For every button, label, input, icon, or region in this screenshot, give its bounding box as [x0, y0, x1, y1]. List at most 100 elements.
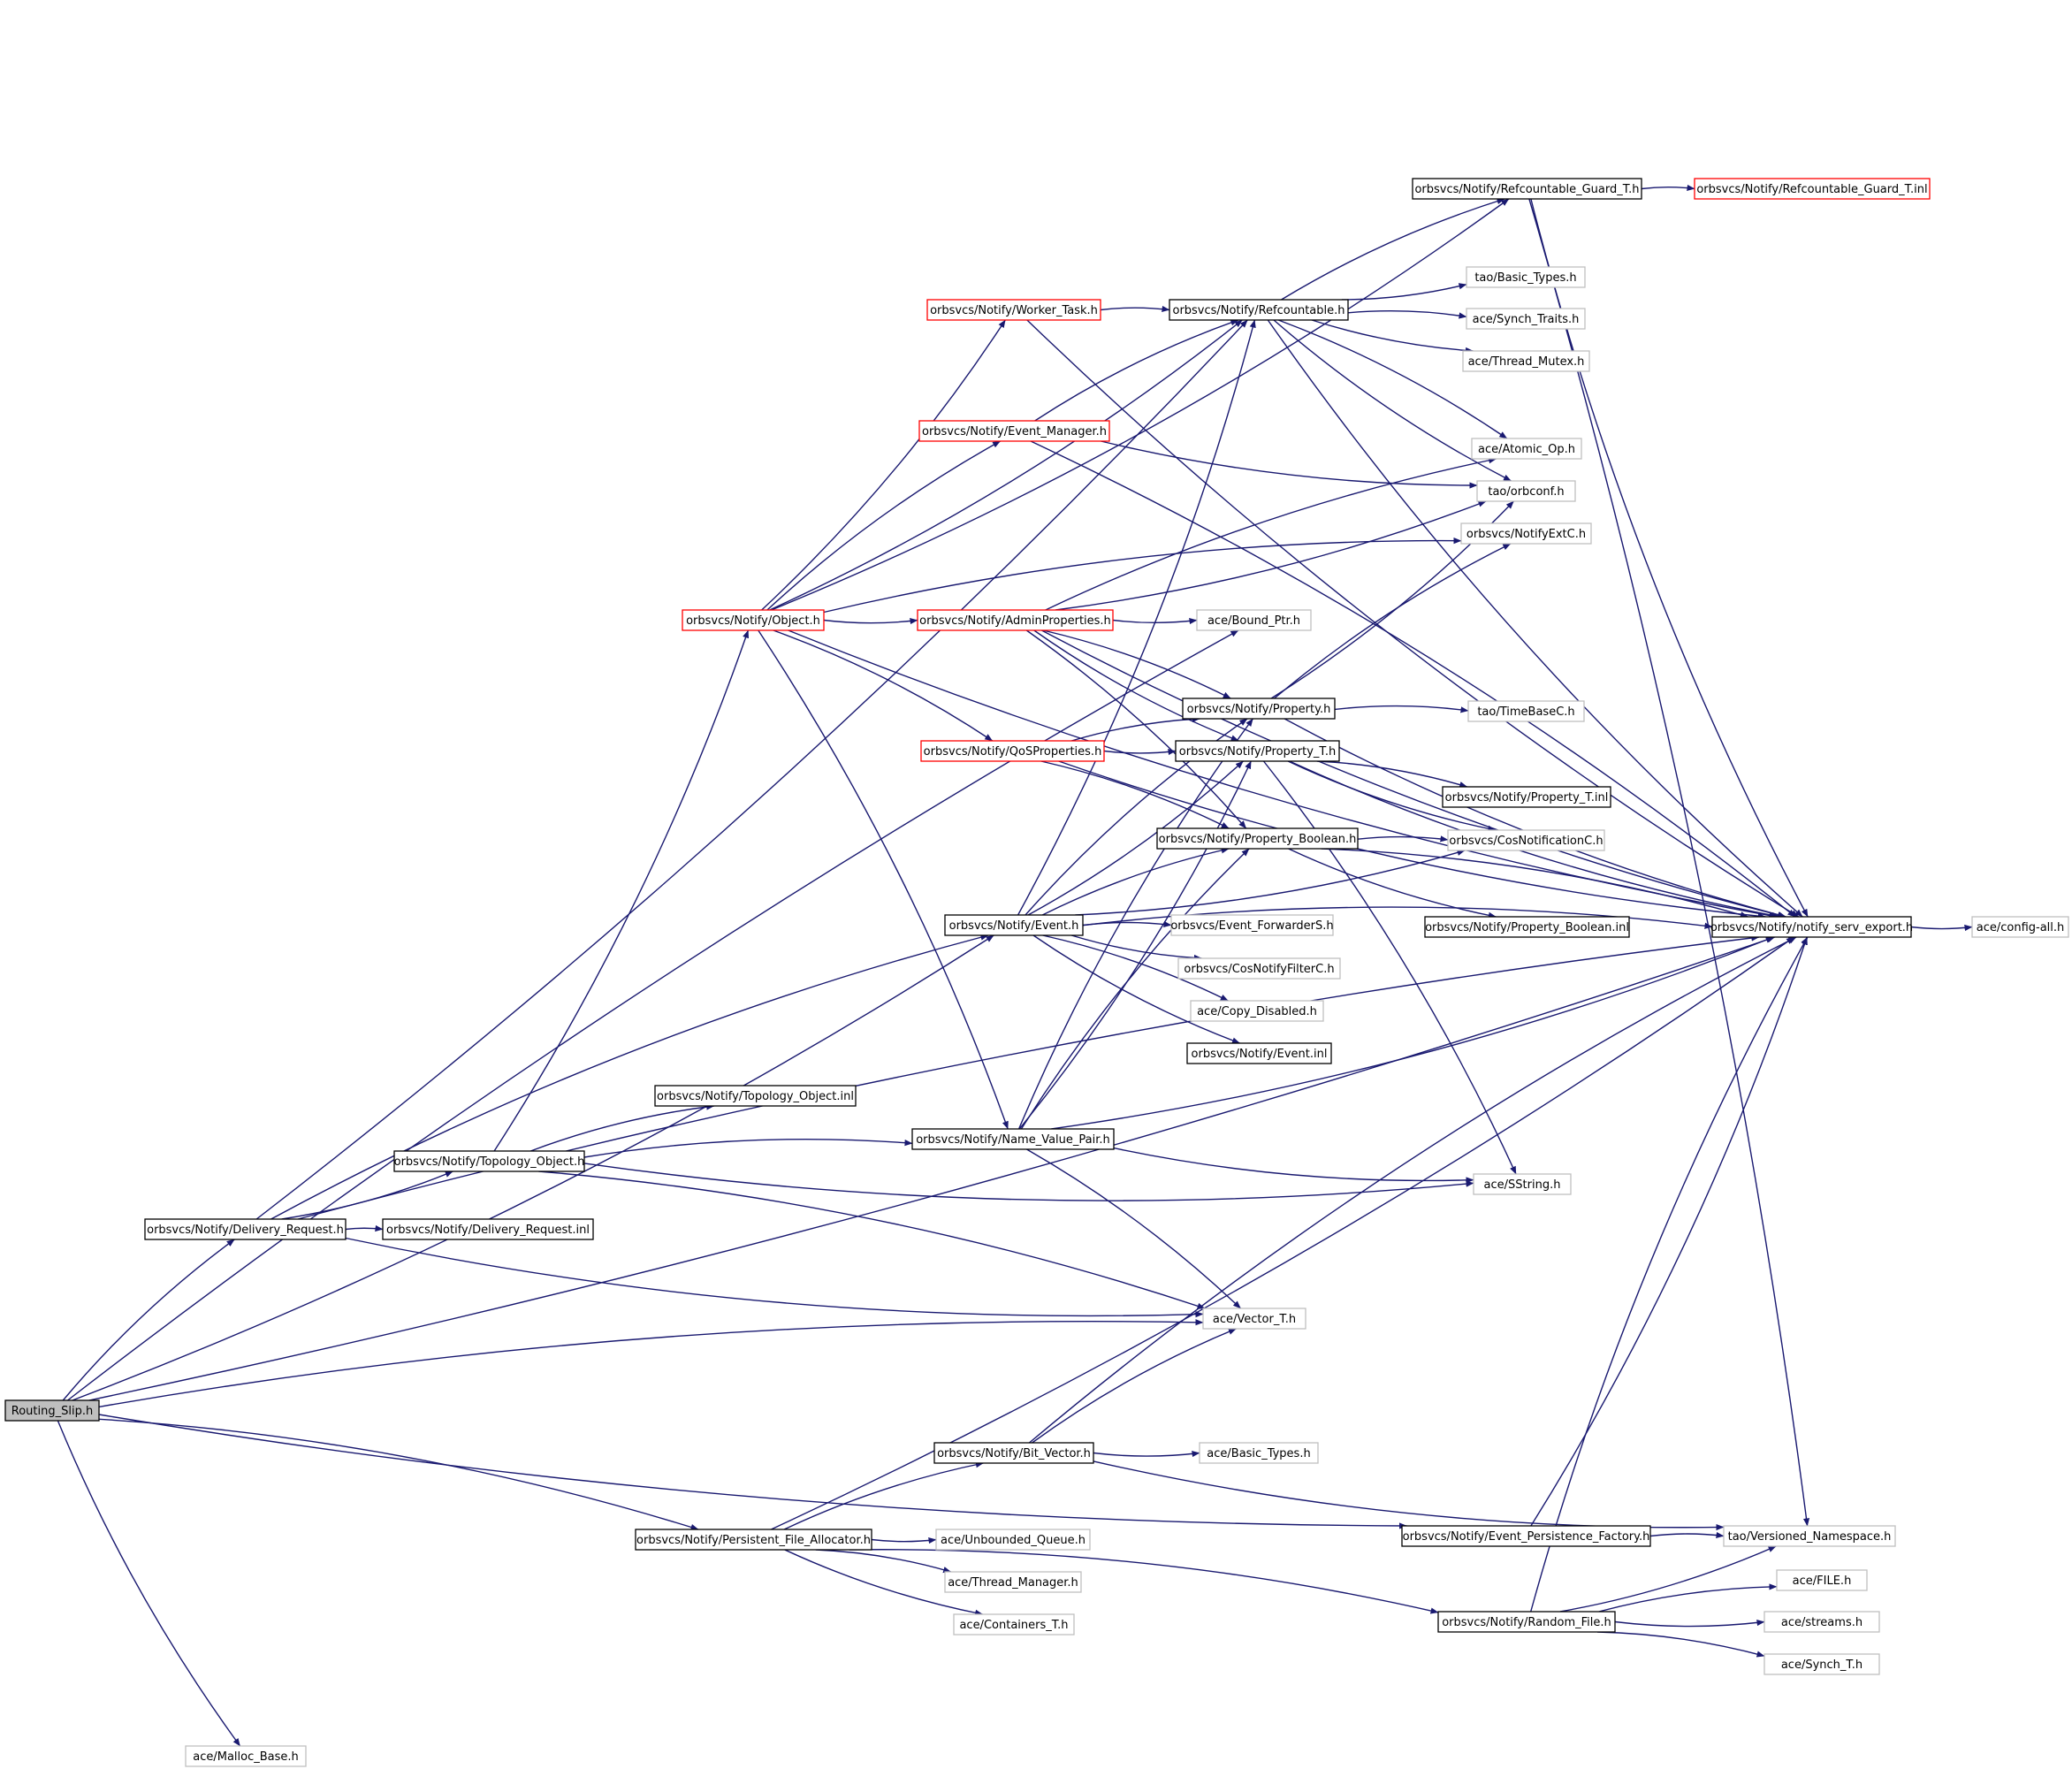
node-label: orbsvcs/Notify/Property_Boolean.h: [1159, 833, 1357, 846]
node-label: ace/config-all.h: [1977, 921, 2065, 934]
node-box: [1175, 740, 1340, 762]
node-label: ace/Malloc_Base.h: [193, 1750, 299, 1764]
edge-event-to-property-boolean: [1041, 847, 1230, 916]
edge-event-to-cos-notify-filter-c: [1070, 934, 1202, 962]
node-delivery-request[interactable]: orbsvcs/Notify/Delivery_Request.h: [144, 1218, 347, 1240]
node-versioned-namespace[interactable]: tao/Versioned_Namespace.h: [1723, 1525, 1896, 1547]
edge-persistent-file-allocator-to-bit-vector: [783, 1461, 984, 1530]
node-random-file[interactable]: orbsvcs/Notify/Random_File.h: [1437, 1611, 1616, 1633]
node-config-all[interactable]: ace/config-all.h: [1971, 916, 2069, 938]
node-box: [1476, 480, 1576, 502]
edge-object-to-event-manager: [766, 440, 1001, 611]
edge-random-file-to-versioned-namespace: [1559, 1545, 1777, 1613]
node-refcountable-guard[interactable]: orbsvcs/Notify/Refcountable_Guard_T.h: [1412, 178, 1642, 200]
node-box: [911, 1128, 1115, 1150]
edge-qos-properties-to-property-t: [1103, 748, 1177, 756]
node-unbounded-queue[interactable]: ace/Unbounded_Queue.h: [935, 1529, 1091, 1551]
node-box: [1202, 1308, 1306, 1330]
node-label: orbsvcs/Notify/Refcountable_Guard_T.inl: [1696, 183, 1927, 196]
node-topology-object[interactable]: orbsvcs/Notify/Topology_Object.h: [393, 1150, 585, 1172]
node-bit-vector[interactable]: orbsvcs/Notify/Bit_Vector.h: [933, 1442, 1094, 1464]
node-refcountable[interactable]: orbsvcs/Notify/Refcountable.h: [1169, 299, 1349, 321]
node-box: [1447, 829, 1605, 851]
node-qos-properties[interactable]: orbsvcs/Notify/QoSProperties.h: [920, 740, 1105, 762]
edge-admin-properties-to-property-t: [1033, 629, 1239, 742]
node-property-t-inl[interactable]: orbsvcs/Notify/Property_T.inl: [1442, 786, 1611, 808]
node-sstring[interactable]: ace/SString.h: [1473, 1173, 1572, 1195]
node-notify-ext-c[interactable]: orbsvcs/NotifyExtC.h: [1460, 522, 1592, 545]
node-box: [933, 1442, 1094, 1464]
node-streams[interactable]: ace/streams.h: [1763, 1611, 1880, 1633]
node-malloc-base[interactable]: ace/Malloc_Base.h: [185, 1745, 307, 1767]
node-copy-disabled[interactable]: ace/Copy_Disabled.h: [1190, 1000, 1324, 1022]
edge-refcountable-to-orbconf: [1273, 319, 1512, 482]
node-containers-t[interactable]: ace/Containers_T.h: [953, 1613, 1075, 1636]
node-topology-object-inl[interactable]: orbsvcs/Notify/Topology_Object.inl: [654, 1085, 857, 1107]
edge-delivery-request-to-delivery-request-inl: [345, 1224, 384, 1232]
node-routing-slip[interactable]: Routing_Slip.h: [4, 1399, 100, 1422]
edge-name-value-pair-to-property-t: [1018, 760, 1252, 1130]
node-orbconf[interactable]: tao/orbconf.h: [1476, 480, 1576, 502]
node-notify-serv-export[interactable]: orbsvcs/Notify/notify_serv_export.h: [1710, 916, 1913, 938]
node-label: orbsvcs/Event_ForwarderS.h: [1170, 919, 1333, 933]
edge-random-file-to-synch-t: [1596, 1631, 1765, 1658]
node-synch-traits[interactable]: ace/Synch_Traits.h: [1466, 308, 1586, 330]
node-box: [1466, 266, 1586, 288]
node-synch-t[interactable]: ace/Synch_T.h: [1763, 1653, 1880, 1675]
node-label: ace/Atomic_Op.h: [1478, 443, 1575, 456]
node-label: tao/Versioned_Namespace.h: [1728, 1530, 1892, 1544]
node-name-value-pair[interactable]: orbsvcs/Notify/Name_Value_Pair.h: [911, 1128, 1115, 1150]
edge-delivery-request-to-event: [270, 934, 989, 1220]
node-property-t[interactable]: orbsvcs/Notify/Property_T.h: [1175, 740, 1340, 762]
node-vector-t[interactable]: ace/Vector_T.h: [1202, 1308, 1306, 1330]
edge-refcountable-to-basic-types-tao: [1341, 283, 1467, 301]
node-cos-notify-filter-c[interactable]: orbsvcs/CosNotifyFilterC.h: [1177, 957, 1341, 980]
node-timebase-c[interactable]: tao/TimeBaseC.h: [1467, 700, 1585, 722]
node-property[interactable]: orbsvcs/Notify/Property.h: [1182, 698, 1336, 720]
node-thread-manager[interactable]: ace/Thread_Manager.h: [944, 1571, 1082, 1593]
edge-admin-properties-to-notify-serv-export: [1041, 629, 1786, 919]
node-property-boolean-inl[interactable]: orbsvcs/Notify/Property_Boolean.inl: [1424, 916, 1630, 938]
edge-routing-slip-to-malloc-base: [57, 1420, 241, 1747]
node-event-inl[interactable]: orbsvcs/Notify/Event.inl: [1186, 1042, 1332, 1064]
edge-name-value-pair-to-property: [1017, 718, 1253, 1130]
edge-name-value-pair-to-notify-serv-export: [1051, 936, 1774, 1130]
node-box: [920, 740, 1105, 762]
node-label: orbsvcs/Notify/Delivery_Request.inl: [386, 1224, 590, 1237]
node-box: [1460, 522, 1592, 545]
node-object[interactable]: orbsvcs/Notify/Object.h: [682, 609, 825, 631]
node-basic-types-ace[interactable]: ace/Basic_Types.h: [1199, 1442, 1319, 1464]
node-event-manager[interactable]: orbsvcs/Notify/Event_Manager.h: [918, 420, 1110, 442]
node-label: ace/Copy_Disabled.h: [1197, 1005, 1317, 1018]
edge-event-persistence-factory-to-notify-serv-export: [1530, 936, 1808, 1527]
node-basic-types-tao[interactable]: tao/Basic_Types.h: [1466, 266, 1586, 288]
edge-admin-properties-to-property: [1043, 629, 1231, 699]
node-bound-ptr[interactable]: ace/Bound_Ptr.h: [1196, 609, 1312, 631]
node-box: [926, 299, 1101, 321]
node-event-persistence-factory[interactable]: orbsvcs/Notify/Event_Persistence_Factory…: [1401, 1525, 1651, 1547]
node-cos-notification-c[interactable]: orbsvcs/CosNotificationC.h: [1447, 829, 1605, 851]
edge-property-t-to-sstring: [1262, 760, 1517, 1175]
node-box: [1424, 916, 1630, 938]
edge-property-t-to-cos-notification-c: [1287, 760, 1497, 832]
node-box: [1763, 1653, 1880, 1675]
node-ace-file[interactable]: ace/FILE.h: [1776, 1569, 1868, 1591]
node-worker-task[interactable]: orbsvcs/Notify/Worker_Task.h: [926, 299, 1101, 321]
node-event-forwarder-s[interactable]: orbsvcs/Event_ForwarderS.h: [1170, 914, 1334, 936]
node-property-boolean[interactable]: orbsvcs/Notify/Property_Boolean.h: [1156, 827, 1359, 850]
node-label: orbsvcs/Notify/Name_Value_Pair.h: [916, 1133, 1110, 1147]
node-admin-properties[interactable]: orbsvcs/Notify/AdminProperties.h: [917, 609, 1114, 631]
node-label: orbsvcs/Notify/Property_Boolean.inl: [1425, 921, 1629, 934]
node-refcountable-guard-inl[interactable]: orbsvcs/Notify/Refcountable_Guard_T.inl: [1694, 178, 1931, 200]
node-persistent-file-allocator[interactable]: orbsvcs/Notify/Persistent_File_Allocator…: [635, 1529, 872, 1551]
edge-qos-properties-to-property: [1071, 715, 1200, 742]
node-box: [944, 914, 1084, 936]
node-label: ace/Synch_T.h: [1781, 1658, 1863, 1672]
node-delivery-request-inl[interactable]: orbsvcs/Notify/Delivery_Request.inl: [382, 1218, 594, 1240]
edge-event-manager-to-notify-serv-export: [1030, 440, 1796, 918]
node-atomic-op[interactable]: ace/Atomic_Op.h: [1471, 438, 1582, 460]
edge-event-to-copy-disabled: [1042, 934, 1229, 1002]
node-event[interactable]: orbsvcs/Notify/Event.h: [944, 914, 1084, 936]
edge-worker-task-to-refcountable: [1100, 305, 1170, 313]
node-thread-mutex[interactable]: ace/Thread_Mutex.h: [1462, 350, 1590, 372]
